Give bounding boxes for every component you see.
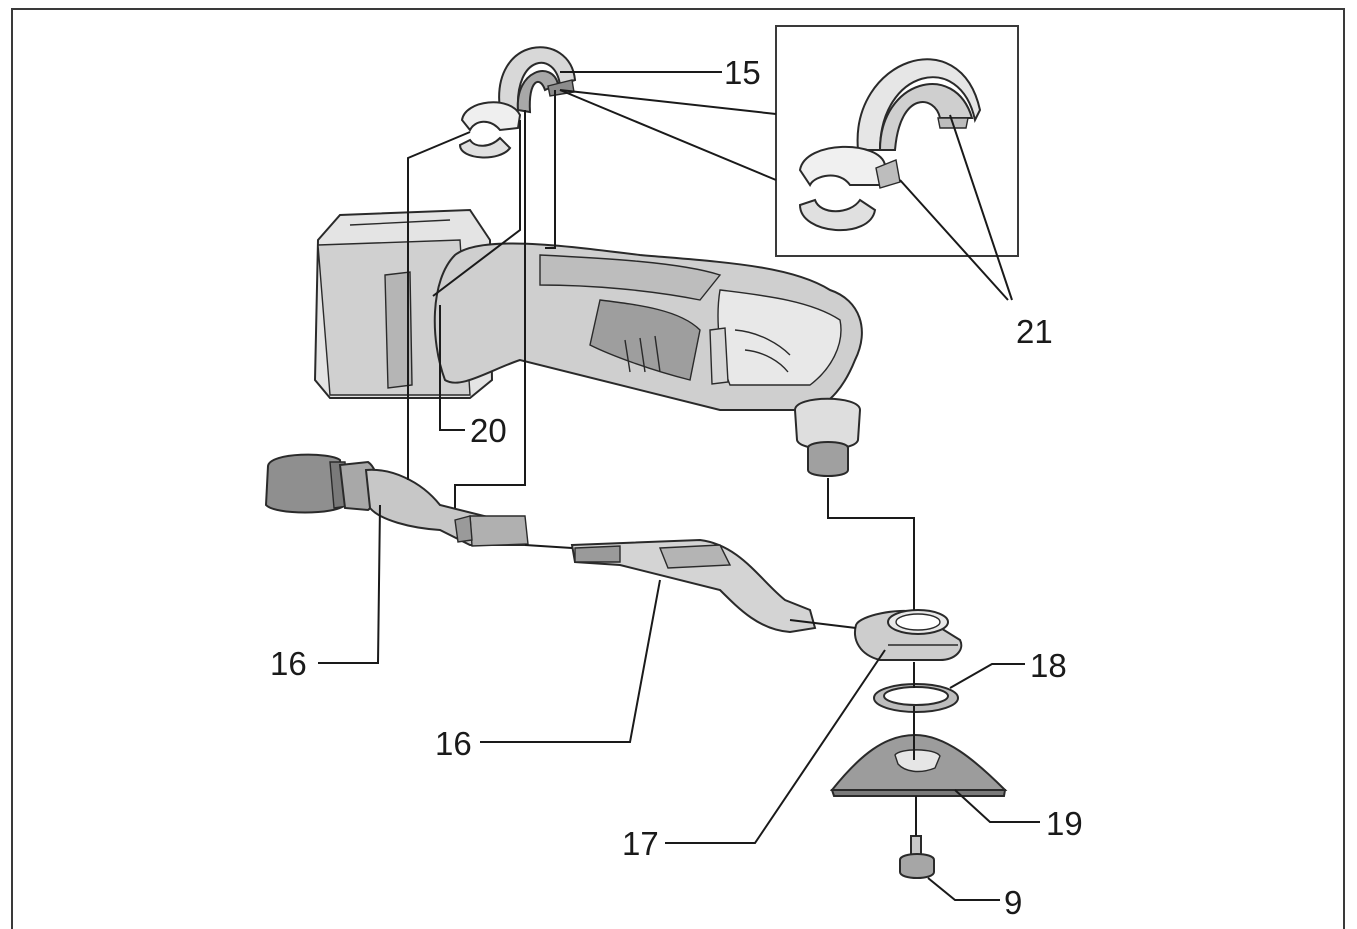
callout-17: 17 <box>622 825 659 862</box>
callout-leaders <box>318 71 1040 901</box>
callout-21: 21 <box>1016 313 1053 350</box>
leader-19 <box>954 789 1040 823</box>
leader-17 <box>665 649 886 844</box>
ring-part-18 <box>873 683 959 713</box>
callout-16-left: 16 <box>270 645 307 682</box>
outer-frame <box>11 8 1345 929</box>
nozzle-extension-part-16 <box>570 538 817 634</box>
callout-9: 9 <box>1004 884 1022 921</box>
inset-clamp-detail <box>798 58 982 231</box>
clamp-part-15 <box>458 46 577 159</box>
callout-16-middle: 16 <box>435 725 472 762</box>
screw-part-9 <box>899 835 935 879</box>
leader-21 <box>899 114 1013 301</box>
callout-19: 19 <box>1046 805 1083 842</box>
callout-15: 15 <box>724 54 761 91</box>
inset-detail-frame <box>775 25 1019 257</box>
leader-16-middle <box>480 579 661 743</box>
leader-9 <box>927 877 1000 901</box>
callout-20: 20 <box>470 412 507 449</box>
hose-adapter-part-16 <box>264 453 529 547</box>
leader-16-left <box>318 504 381 664</box>
leader-18 <box>949 663 1025 689</box>
sanding-pad-part-19 <box>829 733 1008 797</box>
dust-cup-part-17 <box>854 609 963 661</box>
assembly-guide-lines <box>407 89 917 836</box>
multi-tool-body <box>313 208 863 477</box>
leader-20 <box>439 305 465 431</box>
callout-18: 18 <box>1030 647 1067 684</box>
